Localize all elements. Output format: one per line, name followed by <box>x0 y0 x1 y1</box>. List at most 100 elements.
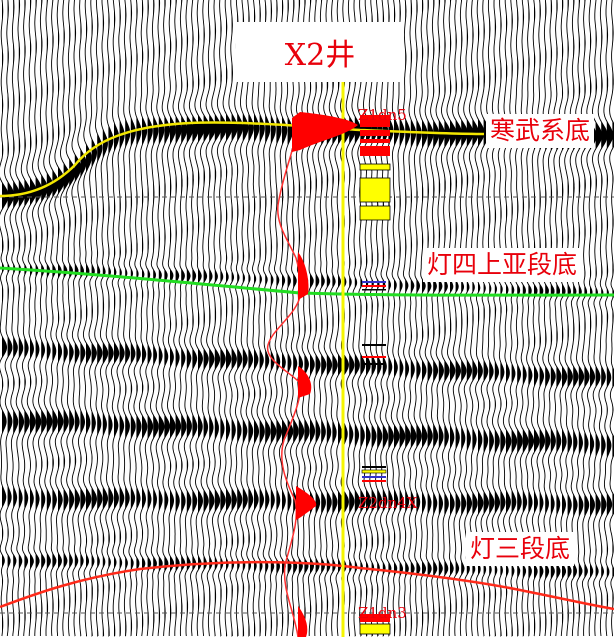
seismic-trace <box>278 0 288 637</box>
seismic-trace-fill <box>220 0 227 637</box>
seismic-trace <box>256 0 265 637</box>
synthetic-wavelet-trace <box>267 123 341 637</box>
seismic-trace <box>138 0 148 637</box>
seismic-trace <box>345 0 356 637</box>
seismic-trace-fill <box>186 0 193 637</box>
well-title: X2井 <box>236 22 404 82</box>
seismic-trace <box>592 0 603 637</box>
seismic-trace <box>402 0 411 637</box>
seismic-trace <box>116 0 125 637</box>
seismic-trace <box>374 0 383 636</box>
seismic-trace <box>251 0 260 637</box>
seismic-trace <box>519 0 529 637</box>
seismic-trace <box>267 0 277 637</box>
seismic-trace-fill <box>91 0 97 637</box>
seismic-trace <box>390 0 400 637</box>
seismic-trace-fill <box>360 0 367 637</box>
seismic-trace-fill <box>573 0 580 637</box>
seismic-trace-fill <box>136 0 142 637</box>
seismic-trace <box>273 0 283 637</box>
seismic-trace-fill <box>422 0 428 637</box>
seismic-trace-fill <box>198 0 205 637</box>
horizon-label-deng3-base: 灯三段底 <box>466 532 575 566</box>
seismic-trace <box>536 0 546 637</box>
seismic-trace-fill <box>175 0 182 637</box>
seismic-trace <box>54 0 65 637</box>
seismic-trace <box>161 0 171 637</box>
seismic-trace <box>216 0 227 637</box>
seismic-trace-fill <box>550 0 557 637</box>
formation-marker: Z1dn3 <box>358 604 407 622</box>
seismic-trace <box>77 0 87 637</box>
seismic-trace <box>199 0 211 637</box>
seismic-trace <box>228 0 238 637</box>
seismic-trace-fill <box>153 0 159 637</box>
seismic-trace-fill <box>276 0 282 637</box>
seismic-trace <box>413 0 422 637</box>
seismic-trace <box>94 0 103 637</box>
seismic-trace-fill <box>416 0 422 637</box>
seismic-trace-fill <box>231 0 238 637</box>
seismic-trace-fill <box>438 0 445 637</box>
seismic-trace-fill <box>86 0 92 637</box>
seismic-trace-fill <box>478 0 484 637</box>
seismic-trace-fill <box>203 0 210 637</box>
seismic-trace-fill <box>158 0 165 637</box>
seismic-trace-fill <box>556 0 562 637</box>
seismic-trace-fill <box>282 0 288 637</box>
horizon-label-deng4-upper-base: 灯四上亚段底 <box>423 248 582 282</box>
seismic-trace <box>172 0 182 636</box>
wavelet-peak-1 <box>292 112 358 152</box>
seismic-trace <box>351 0 362 637</box>
seismic-trace <box>105 0 114 636</box>
seismic-trace-fill <box>142 0 147 637</box>
seismic-trace <box>407 0 417 637</box>
seismic-trace-fill <box>567 0 574 637</box>
seismic-trace <box>155 0 165 637</box>
horizon-line-deng3-base <box>0 560 614 611</box>
seismic-trace <box>295 0 305 637</box>
seismic-trace <box>133 0 142 637</box>
seismic-trace <box>564 0 574 637</box>
seismic-trace-fill <box>114 0 119 637</box>
seismic-trace <box>525 0 535 637</box>
seismic-trace-fill <box>466 0 473 637</box>
seismic-trace <box>553 0 563 637</box>
seismic-trace-fill <box>2 0 9 637</box>
seismic-trace <box>530 0 540 637</box>
seismic-trace <box>385 0 394 637</box>
seismic-trace <box>306 0 317 636</box>
seismic-trace-fill <box>601 0 608 637</box>
horizon-label-cambrian-base: 寒武系底 <box>486 114 595 148</box>
seismic-trace-fill <box>287 0 293 637</box>
seismic-trace <box>609 0 614 637</box>
seismic-trace-fill <box>444 0 451 637</box>
wavelet-peak-5 <box>298 606 308 637</box>
seismic-trace-fill <box>427 0 434 637</box>
seismic-trace <box>514 0 523 637</box>
seismic-trace-fill <box>461 0 468 637</box>
wavelet-peak-2 <box>298 252 309 300</box>
seismic-trace-fill <box>74 0 81 637</box>
seismic-trace <box>222 0 233 637</box>
seismic-trace <box>65 0 76 637</box>
seismic-trace <box>88 0 98 637</box>
seismic-trace <box>597 0 608 637</box>
seismic-trace <box>166 0 176 636</box>
seismic-trace-fill <box>410 0 416 637</box>
seismic-trace-fill <box>130 0 136 637</box>
formation-marker: Z2dn4X <box>358 494 418 512</box>
seismic-trace <box>194 0 205 637</box>
seismic-trace-fill <box>214 0 221 637</box>
seismic-trace <box>262 0 271 637</box>
seismic-trace-fill <box>293 0 299 637</box>
seismic-trace-fill <box>242 0 249 637</box>
seismic-trace <box>547 0 557 637</box>
seismic-trace-fill <box>102 0 108 637</box>
seismic-trace <box>312 0 323 637</box>
seismic-trace-fill <box>562 0 568 637</box>
seismic-trace-fill <box>270 0 276 637</box>
seismic-trace-fill <box>125 0 130 637</box>
seismic-trace <box>150 0 159 637</box>
